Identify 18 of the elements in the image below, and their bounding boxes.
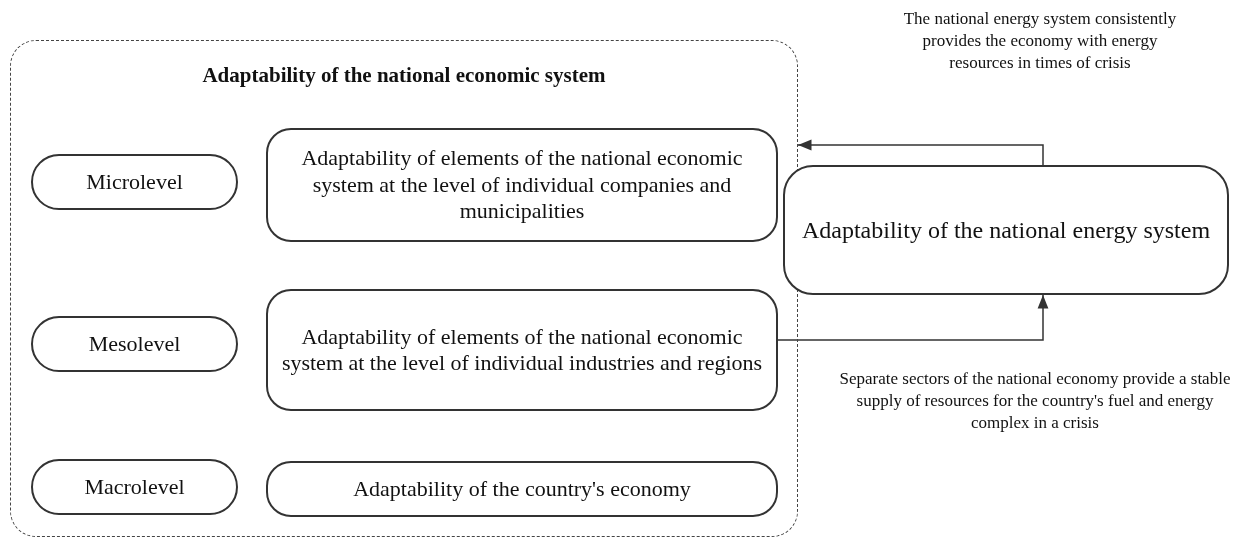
node-label: Macrolevel bbox=[84, 473, 185, 501]
process-box bbox=[783, 165, 1229, 295]
process-box bbox=[266, 128, 778, 242]
process-box bbox=[266, 461, 778, 517]
process-box bbox=[266, 289, 778, 411]
node-label: Adaptability of the country's economy bbox=[353, 475, 691, 503]
arrow bbox=[776, 294, 1049, 341]
dashed-group-frame bbox=[10, 40, 798, 537]
node-label: Mesolevel bbox=[88, 330, 181, 358]
group-heading: Adaptability of the national economic system bbox=[202, 63, 606, 89]
node-label: Microlevel bbox=[86, 168, 183, 196]
level-pill bbox=[31, 316, 238, 372]
node-label: Adaptability of elements of the national economic system at the level of individual industries and regions bbox=[280, 323, 764, 377]
node-label: Adaptability of elements of the national economic system at the level of individual companies and municipalities bbox=[300, 145, 744, 225]
level-pill bbox=[31, 154, 238, 210]
level-pill bbox=[31, 459, 238, 515]
arrow bbox=[797, 139, 1044, 166]
node-label: Adaptability of the national energy system bbox=[801, 215, 1211, 245]
